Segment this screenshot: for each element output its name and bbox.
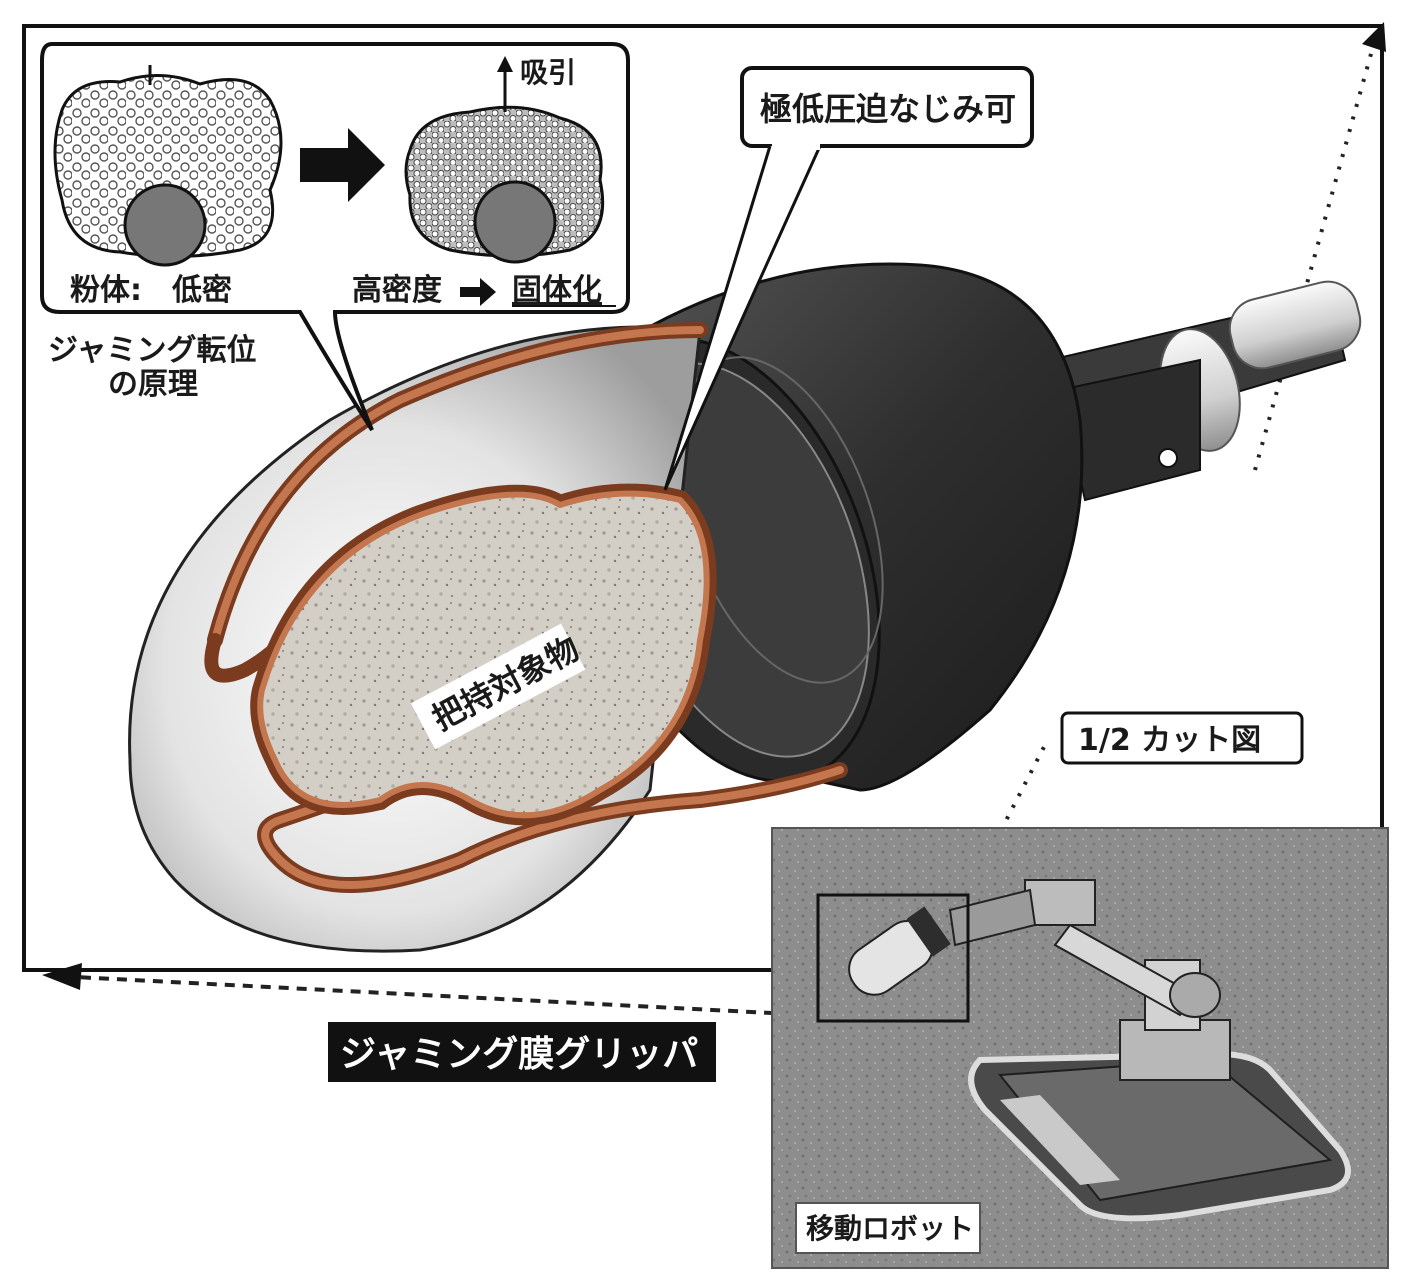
suction-label: 吸引 [520,56,576,89]
solidify-label: 固体化 [512,273,602,308]
principle-caption-line2: の原理 [108,367,198,402]
object-circle-loose [123,183,207,267]
cut-label: 1/2 カット図 [1078,723,1261,758]
conformity-callout: 極低圧迫なじみ可 [663,66,1034,491]
principle-panel: 吸引 粉体: 低密 高密度 固体化 [40,42,630,432]
suction-arrow [497,56,513,72]
expansion-line-bottom [74,975,811,1017]
gripper-highlight-box [816,893,970,1023]
robot-photo: 移動ロボット [771,827,1389,1269]
robot-label: 移動ロボット [806,1212,974,1245]
low-density-label: 粉体: 低密 [70,273,232,308]
object-circle-dense [473,180,557,264]
cut-label-box: 1/2 カット図 [1060,711,1304,765]
high-density-label: 高密度 [352,273,442,308]
principle-caption-line1: ジャミング転位 [48,333,257,368]
conformity-label: 極低圧迫なじみ可 [760,90,1016,128]
gripper-name-label: ジャミング膜グリッパ [340,1034,698,1075]
grasped-object [257,490,710,819]
mobile-robot [848,879,1351,1222]
gripper-rod [1048,280,1362,502]
cut-leader-line [963,744,1047,901]
transition-arrow [300,128,385,202]
expansion-arrow-top [1362,22,1386,52]
expansion-arrow-bottom [42,963,82,990]
gripper-illustration [128,262,1362,953]
gripper-name-box: ジャミング膜グリッパ [328,1022,716,1082]
solidify-arrow [460,278,496,306]
loose-powder [53,74,283,259]
